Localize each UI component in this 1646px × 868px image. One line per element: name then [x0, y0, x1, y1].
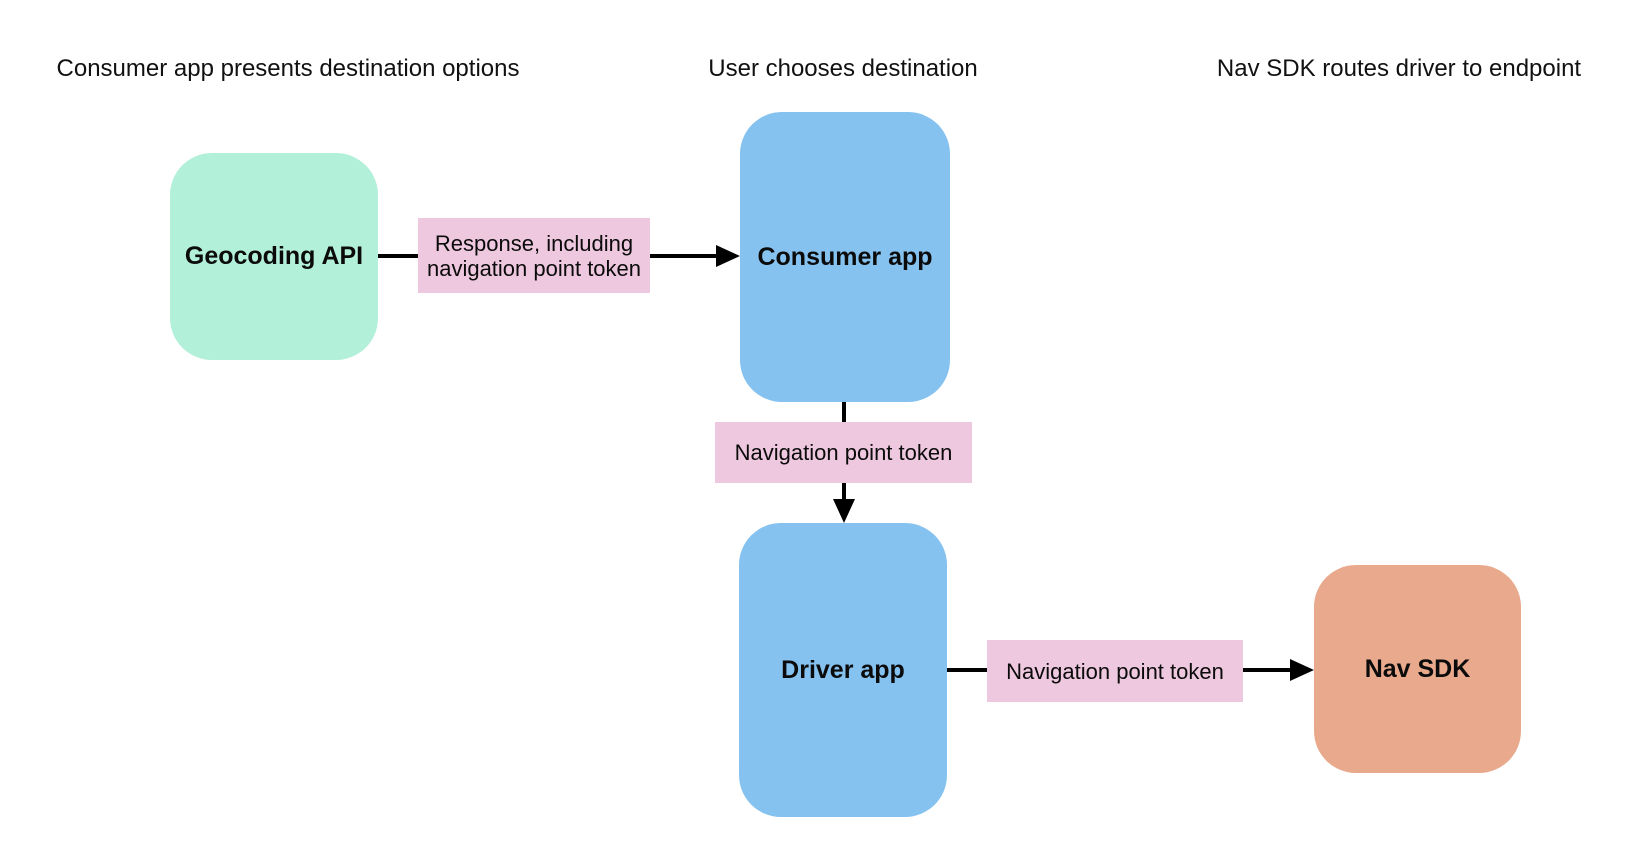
edge-label-navigation-point-token-driver-to-navsdk: Navigation point token	[987, 640, 1243, 702]
arrowhead-icon	[833, 499, 855, 523]
arrowhead-icon	[716, 245, 740, 267]
lane-title-user-chooses-destination: User chooses destination	[708, 55, 978, 82]
node-label-driver-app: Driver app	[781, 655, 905, 684]
edge-label-navigation-point-token-consumer-to-driver: Navigation point token	[715, 422, 972, 483]
lane-title-consumer-presents-options: Consumer app presents destination option…	[56, 55, 520, 82]
node-driver-app: Driver app	[739, 523, 947, 817]
arrowhead-icon	[1290, 659, 1314, 681]
node-geocoding-api: Geocoding API	[170, 153, 378, 360]
node-label-consumer-app: Consumer app	[757, 242, 933, 271]
lane-title-nav-sdk-routes-driver: Nav SDK routes driver to endpoint	[1216, 55, 1582, 82]
node-nav-sdk: Nav SDK	[1314, 565, 1521, 773]
node-label-nav-sdk: Nav SDK	[1364, 654, 1471, 683]
edge-label-response-including-token: Response, including navigation point tok…	[418, 218, 650, 293]
node-label-geocoding-api: Geocoding API	[184, 242, 364, 270]
node-consumer-app: Consumer app	[740, 112, 950, 402]
